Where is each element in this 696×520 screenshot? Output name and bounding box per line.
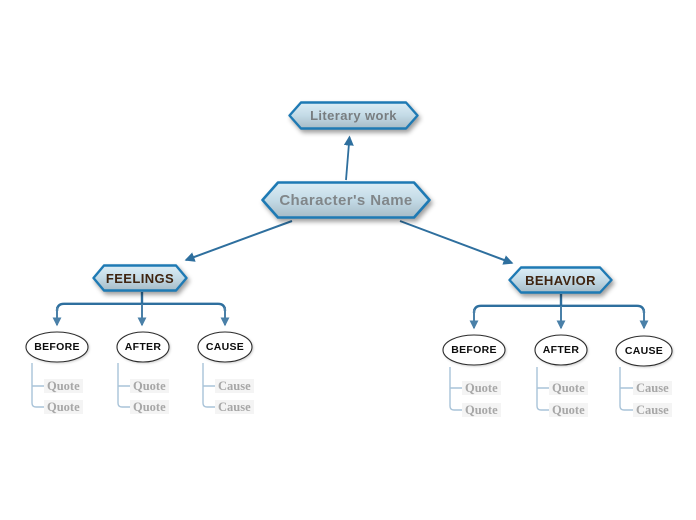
- node-feelings-after-label: AFTER: [124, 341, 162, 353]
- bracket-behavior-after: [536, 367, 550, 411]
- node-behavior-after[interactable]: AFTER: [534, 334, 588, 366]
- bracket-behavior-before: [449, 367, 463, 411]
- item-feelings-before-quote-1[interactable]: Quote: [44, 379, 83, 393]
- item-feelings-cause-2[interactable]: Cause: [215, 400, 254, 414]
- item-feelings-before-quote-2[interactable]: Quote: [44, 400, 83, 414]
- connector-character-to-behavior: [399, 220, 514, 265]
- item-feelings-after-quote-1[interactable]: Quote: [130, 379, 169, 393]
- node-behavior-after-label: AFTER: [542, 344, 580, 356]
- node-feelings-cause[interactable]: CAUSE: [197, 331, 253, 363]
- node-feelings-before[interactable]: BEFORE: [25, 331, 89, 363]
- connector-character-to-feelings: [184, 220, 293, 262]
- connector-behavior-bus: [472, 304, 646, 314]
- node-literary-work[interactable]: Literary work: [288, 101, 419, 130]
- node-feelings-cause-label: CAUSE: [205, 341, 245, 353]
- bracket-feelings-cause: [202, 363, 216, 408]
- bracket-feelings-before: [31, 363, 45, 408]
- node-behavior-before[interactable]: BEFORE: [442, 334, 506, 366]
- node-feelings-after[interactable]: AFTER: [116, 331, 170, 363]
- node-feelings-before-label: BEFORE: [34, 341, 80, 353]
- item-behavior-before-quote-2[interactable]: Quote: [462, 403, 501, 417]
- node-literary-work-label: Literary work: [310, 108, 397, 123]
- item-feelings-after-quote-2[interactable]: Quote: [130, 400, 169, 414]
- node-character-name[interactable]: Character's Name: [261, 181, 431, 219]
- bracket-feelings-after: [117, 363, 131, 408]
- item-behavior-cause-1[interactable]: Cause: [633, 381, 672, 395]
- node-feelings[interactable]: FEELINGS: [92, 264, 188, 292]
- item-behavior-after-quote-1[interactable]: Quote: [549, 381, 588, 395]
- item-behavior-before-quote-1[interactable]: Quote: [462, 381, 501, 395]
- node-behavior[interactable]: BEHAVIOR: [508, 266, 613, 294]
- item-behavior-after-quote-2[interactable]: Quote: [549, 403, 588, 417]
- node-behavior-cause-label: CAUSE: [624, 345, 664, 357]
- connector-character-to-literary: [343, 135, 354, 181]
- item-feelings-cause-1[interactable]: Cause: [215, 379, 254, 393]
- node-feelings-label: FEELINGS: [105, 270, 175, 286]
- node-character-name-label: Character's Name: [279, 191, 413, 209]
- item-behavior-cause-2[interactable]: Cause: [633, 403, 672, 417]
- node-behavior-label: BEHAVIOR: [525, 272, 596, 288]
- bracket-behavior-cause: [619, 367, 633, 411]
- node-behavior-cause[interactable]: CAUSE: [615, 335, 673, 367]
- node-behavior-before-label: BEFORE: [451, 344, 497, 356]
